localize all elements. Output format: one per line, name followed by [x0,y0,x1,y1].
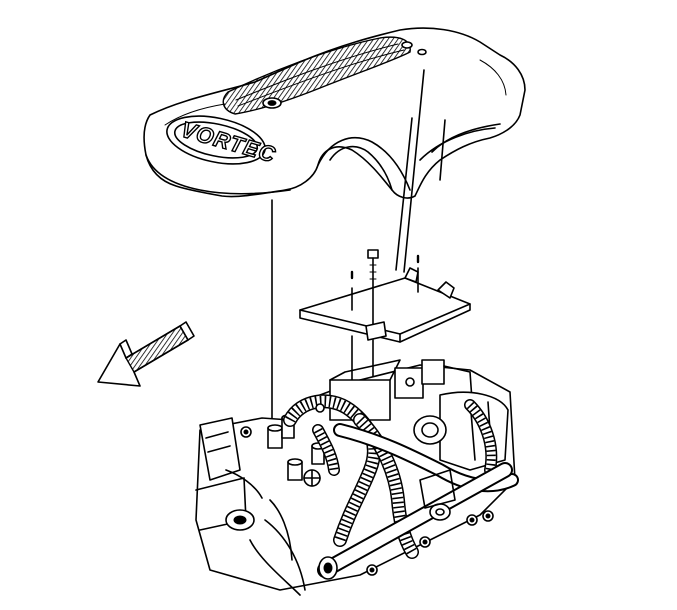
engine-assembly [195,359,519,596]
alignment-lines [271,69,446,431]
bracket-bolt [367,249,379,336]
engine-cover: VORTEC [143,27,526,199]
mounting-bracket [299,249,471,381]
front-direction-arrow [97,321,195,387]
injector-row [267,414,325,487]
fuel-rail [317,462,513,580]
